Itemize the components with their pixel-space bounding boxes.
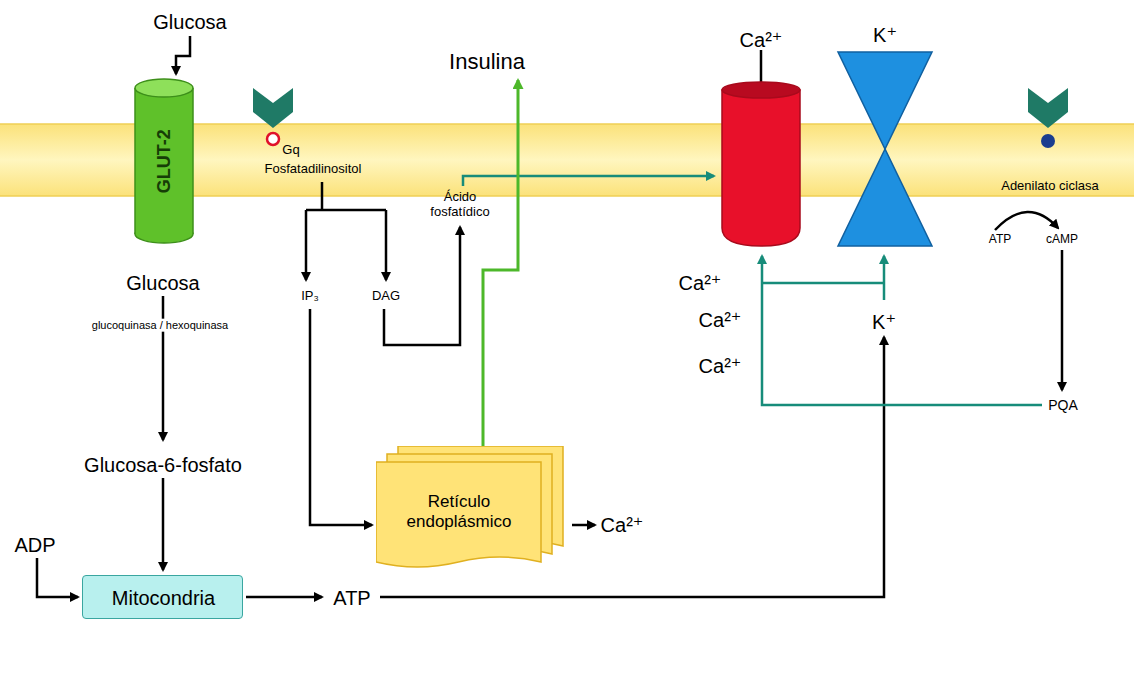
cylinder-body (135, 88, 193, 234)
text-label: Fosfatadilinositol (263, 162, 364, 177)
arrow (762, 256, 1042, 405)
text-label: Insulina (447, 49, 527, 74)
channel-half (838, 52, 932, 149)
insulin-release-arrow (483, 80, 518, 446)
gq-receptor (253, 88, 293, 128)
text-label: K⁺ (870, 311, 898, 334)
cylinder-top (135, 79, 193, 97)
arrow (246, 596, 322, 599)
arrow (385, 210, 388, 280)
endoplasmic-reticulum: Retículo endoplásmico (376, 446, 568, 580)
cylinder-side (192, 88, 194, 234)
text-label: Glucosa (151, 11, 228, 34)
text-label: Ca²⁺ (697, 309, 744, 332)
er-sheet (376, 462, 541, 567)
arrow (1061, 250, 1064, 390)
arrow (572, 524, 595, 527)
node-text-area: GLUT-2 (132, 78, 196, 244)
node-text-area: Retículo endoplásmico (394, 468, 524, 556)
node-text-area: Ca²⁺ (720, 26, 802, 54)
text-label: IP₃ (299, 289, 321, 304)
text-label: PQA (1046, 397, 1080, 413)
arrow (306, 209, 386, 212)
text-label: Glucosa-6-fosfato (82, 454, 244, 477)
text-label: Ca²⁺ (697, 355, 744, 378)
potassium-channel-shape (836, 50, 934, 248)
black-arrows (37, 36, 1062, 597)
text-label: glucoquinasa / hexoquinasa (90, 319, 230, 332)
text-label: Ca²⁺ (599, 514, 646, 537)
potassium-channel: K⁺ (836, 20, 934, 252)
text-label: Ácido fosfatídico (413, 190, 507, 220)
text-label: Gq (280, 143, 301, 158)
text-label: ATP (331, 587, 372, 610)
arrow (762, 282, 884, 285)
arrow (162, 478, 165, 570)
node-label: K⁺ (873, 24, 897, 47)
arrow (162, 296, 165, 440)
arrow (883, 256, 886, 300)
calcium-channel: Ca²⁺ (720, 20, 802, 252)
arrow (463, 176, 714, 186)
node-text-area: Mitocondria (83, 576, 244, 620)
node-label: Retículo endoplásmico (394, 492, 524, 531)
calcium-channel-shape (720, 80, 802, 248)
arrow (37, 558, 78, 597)
arrow (176, 36, 190, 74)
channel-opening (722, 82, 800, 98)
text-label: DAG (370, 289, 402, 304)
arrow (384, 227, 460, 345)
text-label: Glucosa (124, 272, 201, 295)
node-label: Mitocondria (112, 587, 215, 610)
node-label: GLUT-2 (154, 129, 175, 193)
cylinder-body (135, 88, 193, 234)
gq-protein (267, 133, 279, 145)
node-label: Ca²⁺ (740, 29, 783, 52)
channel-body (722, 90, 800, 246)
cylinder-side (134, 88, 136, 234)
node-text-area: K⁺ (836, 22, 934, 48)
gs-protein (1041, 134, 1055, 148)
arrow (321, 182, 324, 210)
text-label: ADP (12, 534, 57, 557)
arrow (310, 309, 372, 525)
text-label: ATP (987, 233, 1013, 247)
cell-membrane (0, 124, 1134, 196)
arrow (305, 210, 308, 280)
text-label: Ca²⁺ (677, 272, 724, 295)
text-label: cAMP (1044, 233, 1080, 247)
text-label: Adenilato ciclasa (999, 179, 1101, 194)
glut2-transporter: GLUT-2 (132, 78, 196, 244)
receptor (1028, 88, 1068, 128)
mitochondrion-box: Mitocondria (82, 575, 243, 619)
arrow (995, 212, 1058, 230)
channel-half (838, 149, 932, 246)
